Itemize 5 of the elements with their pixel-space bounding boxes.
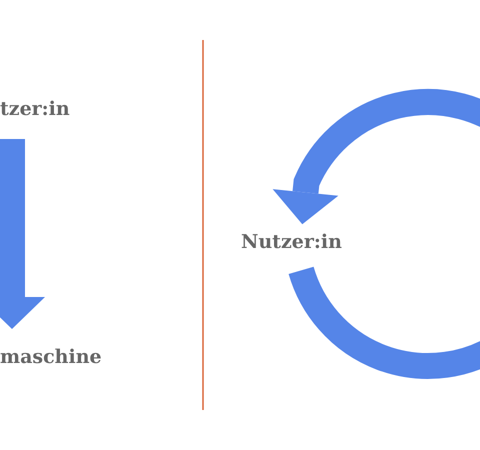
- node-label: tzer:in: [0, 97, 70, 121]
- node-label: maschine: [0, 345, 102, 369]
- node-label: Nutzer:in: [241, 230, 342, 254]
- arrow: [0, 139, 45, 329]
- arrow: [272, 89, 480, 379]
